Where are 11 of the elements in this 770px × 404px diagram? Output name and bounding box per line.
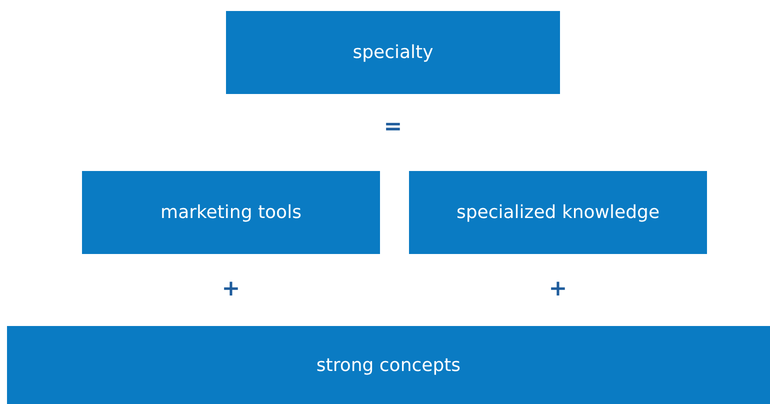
text-box: [7, 326, 770, 404]
text-box: [82, 171, 380, 254]
operator-symbol: +: [222, 276, 240, 302]
box-label: specialized knowledge: [456, 202, 660, 223]
operator-symbol: =: [384, 114, 402, 140]
box-label: strong concepts: [316, 354, 461, 376]
box-label: specialty: [352, 42, 434, 63]
text-box: [409, 171, 707, 254]
box-label: marketing tools: [160, 202, 302, 223]
text-box: [226, 11, 560, 94]
operator-symbol: +: [548, 276, 568, 302]
